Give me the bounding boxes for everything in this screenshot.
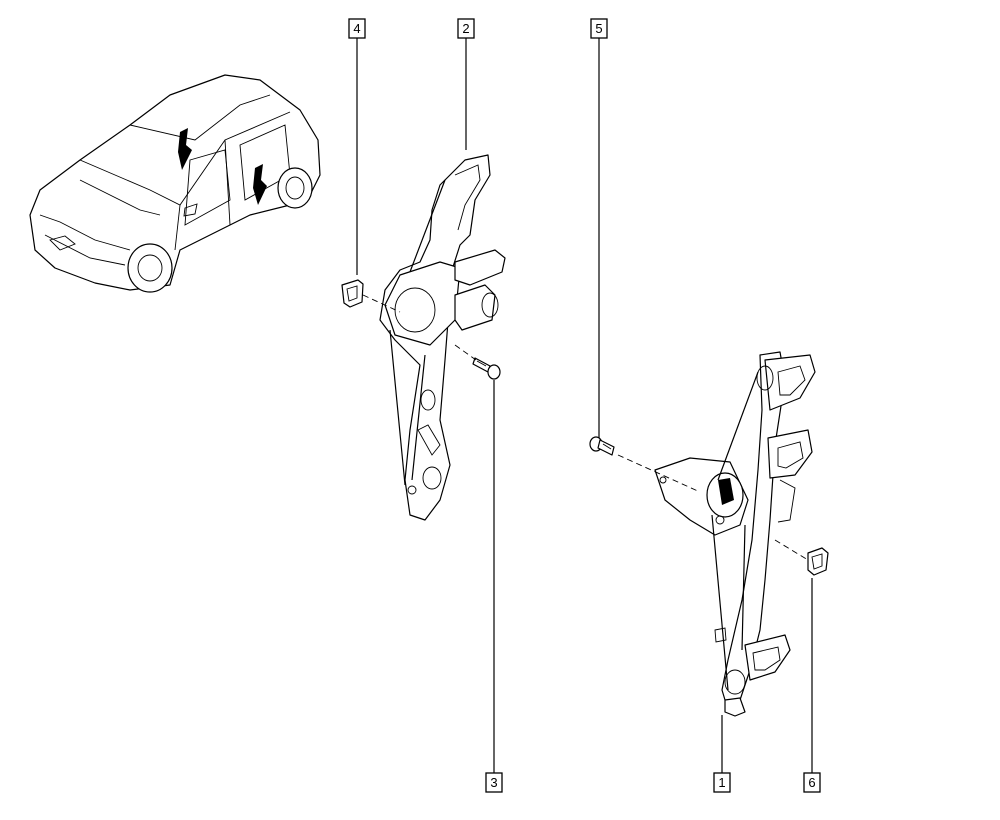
callout-1: 1 [713, 772, 731, 793]
callout-5-label: 5 [595, 21, 602, 36]
bolt-5-alignment-line [617, 454, 701, 493]
callout-6: 6 [803, 772, 821, 793]
callout-2-label: 2 [462, 21, 469, 36]
clip-6-alignment-line [774, 539, 809, 561]
clip-4-alignment-line [362, 294, 401, 313]
clip-6-part [807, 547, 829, 576]
callout-3: 3 [485, 772, 503, 793]
callout-5: 5 [590, 18, 608, 39]
callout-4: 4 [348, 18, 366, 39]
vehicle-location-view [29, 74, 321, 293]
clip-4-part [341, 279, 364, 308]
callout-1-label: 1 [718, 775, 725, 790]
bolt-3-part [472, 357, 501, 380]
callout-2: 2 [457, 18, 475, 39]
bolt-5-part [589, 436, 615, 456]
rear-window-regulator [654, 351, 816, 717]
callout-4-label: 4 [353, 21, 360, 36]
bolt-3-alignment-line [454, 344, 477, 361]
front-window-regulator [379, 154, 506, 521]
callout-3-label: 3 [490, 775, 497, 790]
callout-6-label: 6 [808, 775, 815, 790]
